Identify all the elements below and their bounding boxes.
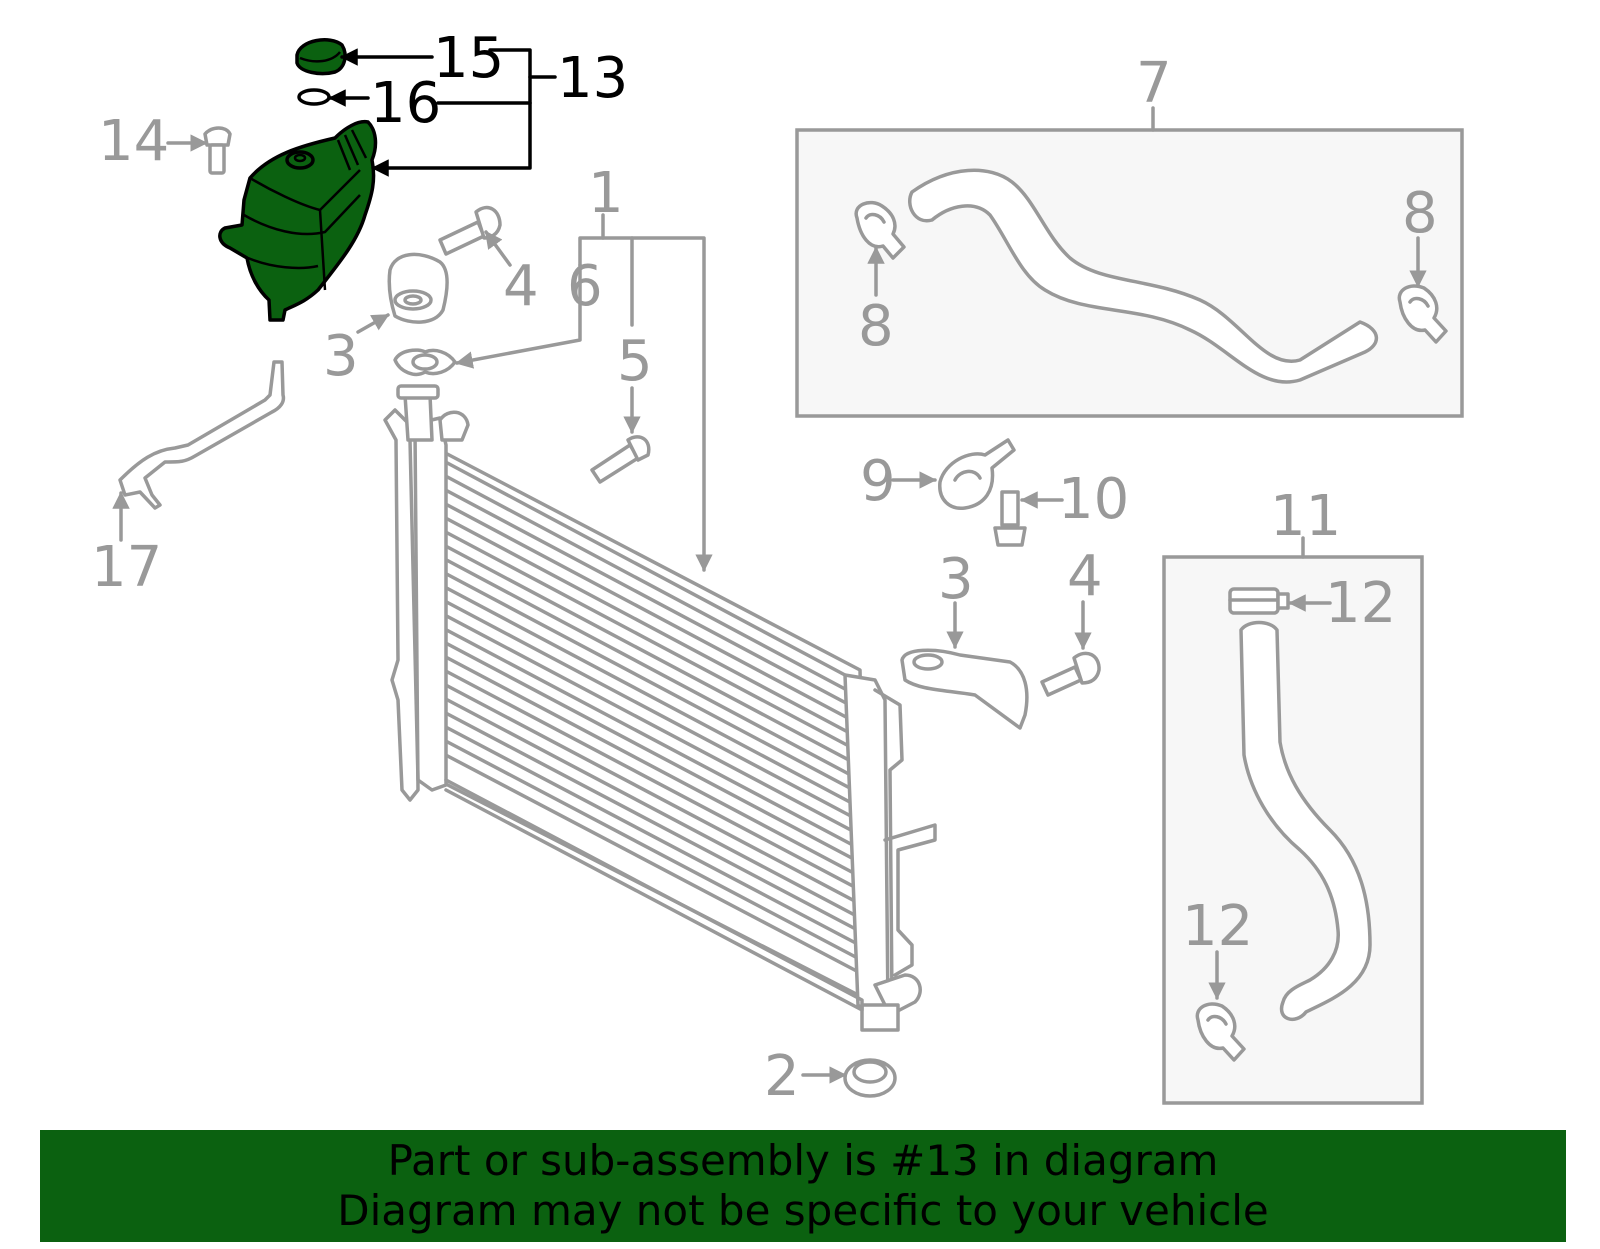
oring-16 [297, 88, 331, 106]
grommet-2 [843, 1058, 897, 1098]
label-15: 15 [433, 26, 504, 91]
label-2: 2 [764, 1044, 800, 1109]
bolt-10 [993, 490, 1027, 547]
bolt-4-upper [438, 205, 502, 256]
label-12-top: 12 [1325, 571, 1396, 636]
label-4-upper: 4 [503, 254, 539, 319]
reservoir-cap-15 [295, 38, 347, 76]
radiator [383, 384, 937, 1032]
label-16: 16 [370, 71, 441, 136]
banner-line-2: Diagram may not be specific to your vehi… [337, 1186, 1269, 1235]
label-6: 6 [567, 254, 603, 319]
label-7: 7 [1136, 51, 1172, 116]
hose-clamp-12-bottom [1195, 1002, 1246, 1062]
label-9: 9 [860, 449, 896, 514]
label-12-bottom: 12 [1182, 894, 1253, 959]
label-11: 11 [1270, 484, 1341, 549]
callout-labels: 1 6 5 4 3 14 17 2 3 4 9 10 7 8 8 11 12 1… [91, 26, 1438, 1109]
label-8-right: 8 [1402, 181, 1438, 246]
label-10: 10 [1058, 467, 1129, 532]
pin-5 [590, 435, 651, 484]
label-17: 17 [91, 535, 162, 600]
upper-hose [908, 168, 1379, 384]
label-3-lower: 3 [938, 547, 974, 612]
label-5: 5 [617, 329, 653, 394]
label-4-lower: 4 [1067, 544, 1103, 609]
hose-clamp-8-right [1397, 284, 1448, 344]
inset-box-7 [795, 128, 1464, 418]
lower-hose [1239, 620, 1372, 1022]
info-banner: Part or sub-assembly is #13 in diagram D… [40, 1130, 1566, 1242]
coolant-reservoir-13 [218, 119, 378, 322]
bracket-9 [938, 438, 1016, 510]
leader-lines [112, 106, 1427, 1084]
mount-bracket-3-upper [387, 252, 449, 324]
bolt-4-lower [1040, 651, 1101, 697]
mount-bracket-3-lower [900, 648, 1029, 730]
highlight-callouts [328, 48, 557, 177]
overflow-hose-17 [118, 360, 286, 510]
hose-clamp-12-top [1228, 587, 1290, 615]
hose-clamp-8-left [854, 200, 906, 260]
label-3-upper: 3 [323, 324, 359, 389]
cap-6 [393, 348, 457, 377]
banner-line-1: Part or sub-assembly is #13 in diagram [387, 1136, 1219, 1185]
label-8-left: 8 [858, 294, 894, 359]
label-13: 13 [557, 46, 628, 111]
label-14: 14 [98, 109, 169, 174]
bolt-14 [203, 126, 232, 175]
label-1: 1 [588, 161, 624, 226]
